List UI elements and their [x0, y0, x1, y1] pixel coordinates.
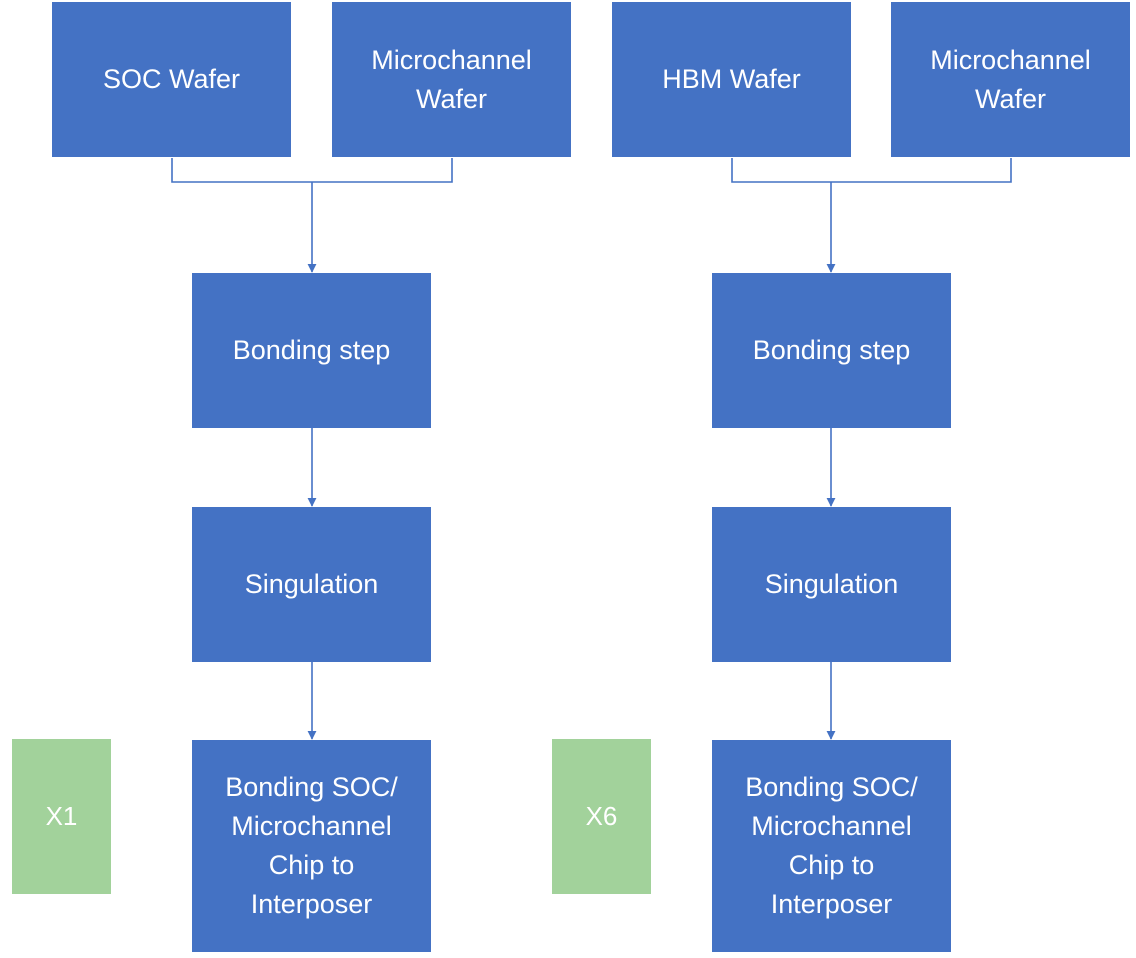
right-multiplier-label: X6	[585, 801, 618, 831]
left-singulation-label: Singulation	[244, 569, 379, 599]
right-microchannel-wafer-box: Microchannel Wafer	[891, 2, 1130, 157]
left-interposer-bonding-box: Bonding SOC/ Microchannel Chip to Interp…	[192, 740, 431, 952]
left-bonding-step-label: Bonding step	[232, 335, 391, 365]
left-interposer-bonding-label: Bonding SOC/ Microchannel Chip to Interp…	[225, 772, 398, 919]
right-microchannel-wafer-label: Microchannel Wafer	[930, 44, 1091, 114]
left-merge-connector	[171, 158, 453, 183]
right-interposer-bonding-label: Bonding SOC/ Microchannel Chip to Interp…	[745, 772, 918, 919]
right-interposer-bonding-box: Bonding SOC/ Microchannel Chip to Interp…	[712, 740, 951, 952]
right-bonding-step-box: Bonding step	[712, 273, 951, 428]
left-microchannel-wafer-box: Microchannel Wafer	[332, 2, 571, 157]
right-singulation-label: Singulation	[764, 569, 899, 599]
right-singulation-box: Singulation	[712, 507, 951, 662]
left-multiplier-tag: X1	[12, 739, 111, 894]
right-hbm-wafer-label: HBM Wafer	[662, 64, 801, 94]
left-bonding-step-box: Bonding step	[192, 273, 431, 428]
left-singulation-box: Singulation	[192, 507, 431, 662]
left-microchannel-wafer-label: Microchannel Wafer	[371, 44, 532, 114]
right-multiplier-tag: X6	[552, 739, 651, 894]
right-bonding-step-label: Bonding step	[752, 335, 911, 365]
right-hbm-wafer-box: HBM Wafer	[612, 2, 851, 157]
left-multiplier-label: X1	[45, 801, 78, 831]
right-merge-connector	[731, 158, 1012, 183]
left-soc-wafer-box: SOC Wafer	[52, 2, 291, 157]
left-soc-wafer-label: SOC Wafer	[102, 64, 241, 94]
